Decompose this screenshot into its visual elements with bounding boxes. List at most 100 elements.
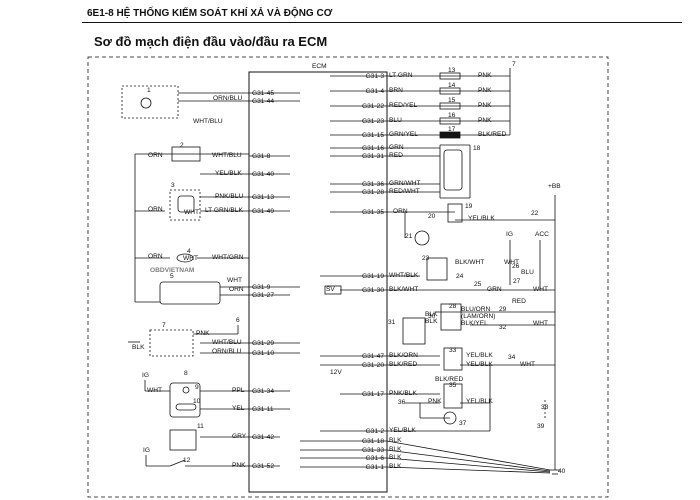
- component-labels: WHT WHT: [183, 209, 199, 262]
- wire-color-label: BLK: [132, 344, 145, 351]
- component-text: WHT: [183, 255, 198, 262]
- ecm-pin-label: G31-22: [362, 103, 384, 110]
- wire-color-label: WHT/BLU: [212, 152, 242, 159]
- ecm-pin-label: G31-15: [362, 132, 384, 139]
- wire-color-label: PNK: [478, 117, 492, 124]
- wire-color-label: WHT: [227, 277, 242, 284]
- callout-number: 33: [449, 347, 457, 354]
- wire-color-label: ORN/BLU: [212, 348, 242, 355]
- callout-number: 37: [459, 420, 467, 427]
- wire-color-label: PNK: [478, 87, 492, 94]
- ecm-pin-label: G31-49: [252, 208, 274, 215]
- wire-color-label: IG: [143, 447, 150, 454]
- wire-color-label: BLK: [389, 463, 402, 470]
- wire-color-label: BRN: [389, 87, 403, 94]
- ecm-pin-label: G31-35: [362, 209, 384, 216]
- wire-color-label: BLK/WHT: [455, 259, 484, 266]
- ecm-pin-label: G31-4: [366, 88, 385, 95]
- wire-color-label: PNK: [232, 462, 246, 469]
- callout-number: 3: [171, 182, 175, 189]
- callout-number: 13: [448, 67, 456, 74]
- callout-number: 29: [499, 306, 507, 313]
- ecm-pin-label: G31-19: [362, 273, 384, 280]
- ecm-right-pins: G31-3G31-4G31-22G31-23G31-15G31-16G31-31…: [362, 73, 384, 471]
- callout-number: 5: [170, 273, 174, 280]
- callout-number: 27: [513, 278, 521, 285]
- ecm-pin-label: G31-31: [362, 153, 384, 160]
- callout-number: 7: [512, 61, 516, 68]
- ecm-pin-label: G31-45: [252, 90, 274, 97]
- callout-number: 14: [448, 82, 456, 89]
- ecm-pin-label: G31-3: [366, 73, 385, 80]
- callout-number: 9: [195, 384, 199, 391]
- wire-color-label: YEL/BLK: [466, 398, 493, 405]
- wire-color-label: BLU/ORN: [461, 306, 491, 313]
- page-header: 6E1-8 HỆ THỐNG KIỂM SOÁT KHÍ XẢ VÀ ĐỘNG …: [87, 8, 333, 19]
- callout-number: 22: [531, 210, 539, 217]
- ecm-pin-label: G31-1: [366, 464, 385, 471]
- wire-color-label: SV: [326, 286, 335, 293]
- ecm-pin-label: G31-52: [252, 463, 274, 470]
- wire-color-label: IG: [142, 372, 149, 379]
- wire-color-label: PNK: [478, 72, 492, 79]
- ecm-pin-label: G31-40: [252, 171, 274, 178]
- wire-color-label: RED: [389, 152, 403, 159]
- wire-color-label: BLK: [389, 437, 402, 444]
- ecm-pin-label: G31-33: [362, 447, 384, 454]
- callout-number: 7: [162, 322, 166, 329]
- callout-number: 4: [187, 248, 191, 255]
- callout-number: 12: [183, 457, 191, 464]
- callout-number: 8: [184, 370, 188, 377]
- header-rule: [82, 22, 682, 23]
- ecm-pin-label: G31-11: [252, 406, 274, 413]
- callout-number: 35: [449, 382, 457, 389]
- wire-color-label: WHT/GRN: [212, 254, 244, 261]
- left-wire-labels: ORN/BLU WHT/BLU ORN WHT/BLU YEL/BLK PNK/BLU OR…: [132, 95, 247, 469]
- wire-color-label: BLK/YEL: [461, 320, 488, 327]
- ecm-pin-label: G31-17: [362, 391, 384, 398]
- wire-color-label: BLK: [425, 318, 438, 325]
- component-text: WHT: [184, 209, 199, 216]
- wire-color-label: BLK: [389, 446, 402, 453]
- callout-number: 16: [448, 112, 456, 119]
- callout-number: 1: [147, 87, 151, 94]
- wire-color-label: GRY: [232, 433, 247, 440]
- callout-number: 32: [499, 324, 507, 331]
- callout-number: 10: [193, 398, 201, 405]
- ecm-pin-label: G31-23: [362, 118, 384, 125]
- ecm-pin-label: G31-42: [252, 434, 274, 441]
- wire-color-label: GRN/WHT: [389, 180, 421, 187]
- wire-color-label: BLK: [389, 454, 402, 461]
- wire-color-label: PNK: [428, 398, 442, 405]
- wire-color-label: GRN: [487, 286, 502, 293]
- wire-color-label: PNK/BLU: [215, 193, 243, 200]
- watermark: OBDVIETNAM: [150, 267, 195, 274]
- wire-color-label: RED: [512, 298, 526, 305]
- wire-color-label: ORN: [229, 286, 244, 293]
- ecm-pin-label: G31-10: [252, 350, 274, 357]
- wire-color-label: GRN: [389, 144, 404, 151]
- wire-color-label: YEL/BLK: [215, 170, 242, 177]
- callout-number: 19: [465, 203, 473, 210]
- callout-number: 34: [508, 354, 516, 361]
- callout-number: 38: [541, 404, 549, 411]
- wire-color-label: ORN: [148, 206, 163, 213]
- ecm-pin-label: G31-34: [252, 388, 274, 395]
- wire-color-label: YEL/BLK: [466, 352, 493, 359]
- wire-color-label: WHT: [533, 286, 548, 293]
- wire-color-label: 12V: [330, 369, 342, 376]
- ecm-pin-label: G31-2: [366, 428, 385, 435]
- wire-color-label: PNK: [478, 102, 492, 109]
- callout-number: 21: [405, 233, 413, 240]
- wire-color-label: RED/WHT: [389, 188, 420, 195]
- ecm-pin-label: G31-36: [362, 181, 384, 188]
- wire-color-label: WHT: [504, 259, 519, 266]
- ecm-pin-label: G31-28: [362, 189, 384, 196]
- wire-color-label: ORN: [148, 152, 163, 159]
- callout-number: 23: [422, 255, 430, 262]
- wire-color-label: WHT/BLU: [193, 118, 223, 125]
- wire-color-label: GRN/YEL: [389, 131, 418, 138]
- callout-number: 18: [473, 145, 481, 152]
- wire-color-label: BLK/RED: [435, 376, 463, 383]
